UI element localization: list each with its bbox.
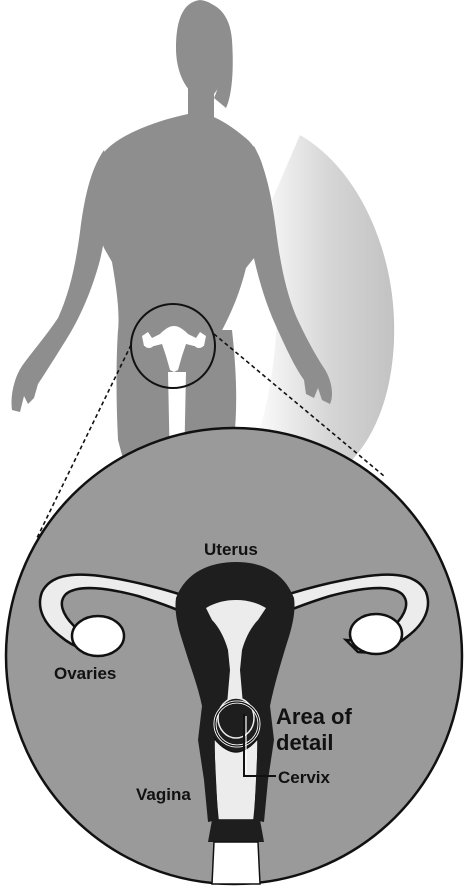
label-area-of-detail-line1: Area of <box>276 704 352 729</box>
label-area-of-detail-line2: detail <box>276 730 333 755</box>
vaginal-opening <box>208 820 264 842</box>
label-uterus: Uterus <box>204 540 258 559</box>
label-cervix: Cervix <box>278 768 331 787</box>
label-vagina: Vagina <box>136 785 191 804</box>
label-ovaries: Ovaries <box>54 664 116 683</box>
ovary-right <box>350 614 402 654</box>
vaginal-opening-exit <box>212 842 260 884</box>
ovary-left <box>72 616 124 656</box>
